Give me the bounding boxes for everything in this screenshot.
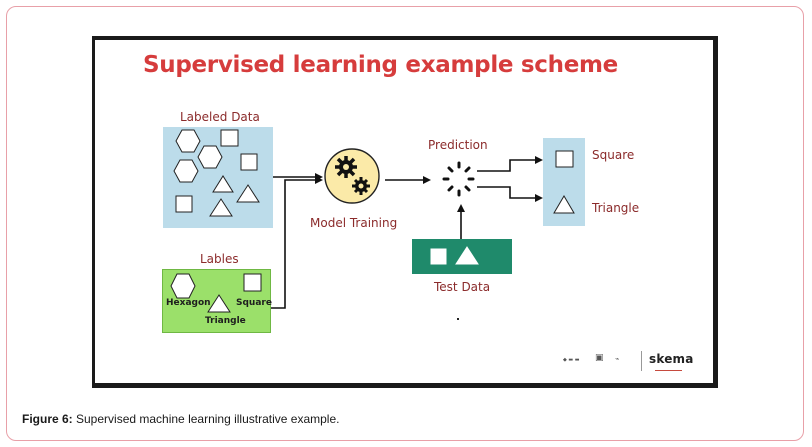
skema-logo: skema [649,352,694,366]
square-shape [243,273,262,292]
arrow-labels-to-model [271,176,323,309]
model-circle [324,148,380,204]
caption-text: Supervised machine learning illustrative… [72,412,340,426]
test-data-label: Test Data [434,280,491,294]
test-square-shape [430,248,447,265]
label-hexagon: Hexagon [166,298,211,308]
result-square-shape [555,150,574,168]
prediction-spinner-icon [442,161,475,197]
slide: Supervised learning example scheme Label… [92,36,718,388]
labels-label: Lables [200,252,239,266]
hexagon-shape [173,159,199,183]
arrow-to-square [477,156,543,172]
skema-logo-subline: ▬▬▬▬▬▬▬▬▬ [655,368,682,372]
hexagon-shape [175,129,201,153]
prediction-label: Prediction [428,138,488,152]
triangle-shape [209,198,233,217]
partner-logo: ▣ [595,353,604,363]
square-shape [175,195,193,213]
test-triangle-shape [455,246,479,265]
logos-strip: ◆ ▬ ▬ ▣ ⌁ skema ▬▬▬▬▬▬▬▬▬ [563,349,703,375]
logo-divider [641,351,642,371]
partner-logo: ⌁ [615,355,620,363]
label-triangle: Triangle [205,316,246,326]
square-shape [220,129,239,147]
dot [457,318,459,320]
model-training-label: Model Training [310,216,398,230]
diagram-graphics [170,129,575,320]
figure-caption: Figure 6: Supervised machine learning il… [22,412,339,426]
gear-icon [335,156,357,178]
caption-prefix: Figure 6: [22,412,73,426]
partner-logo: ◆ ▬ ▬ [563,357,580,363]
slide-title: Supervised learning example scheme [143,52,618,78]
result-triangle-shape [553,195,575,214]
arrow-to-triangle [477,186,543,202]
triangle-shape [212,175,234,193]
hexagon-shape [170,273,196,299]
result-triangle-label: Triangle [592,201,640,215]
triangle-shape [207,294,231,313]
labeled-data-label: Labeled Data [180,110,260,124]
hexagon-shape [197,145,223,169]
gear-icon [352,177,370,195]
label-square: Square [236,298,272,308]
triangle-shape [236,184,260,203]
result-square-label: Square [592,148,635,162]
square-shape [240,153,258,171]
